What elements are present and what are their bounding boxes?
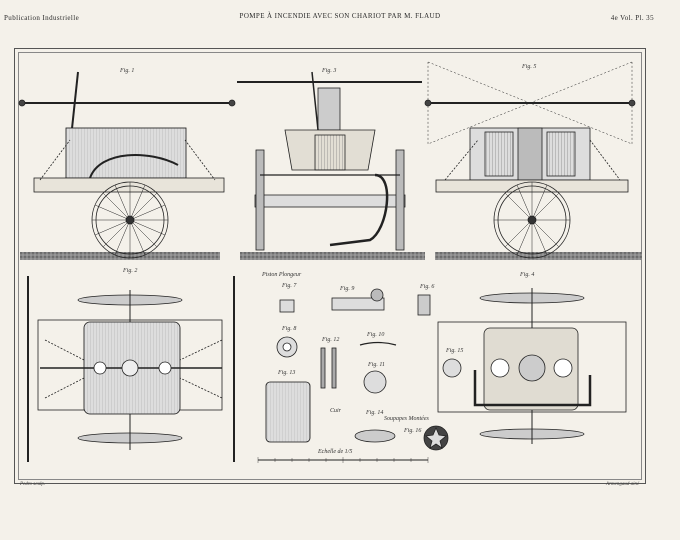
fig8-label: Fig. 8 (282, 326, 297, 332)
fig14-leather (354, 429, 396, 443)
detail-figures (257, 288, 462, 463)
fig5-section (424, 61, 636, 259)
plate-title: POMPE À INCENDIE AVEC SON CHARIOT PAR M.… (239, 12, 441, 20)
fig3-front-elevation (237, 71, 422, 251)
fig6-label: Fig. 6 (420, 284, 435, 290)
fig4-label: Fig. 4 (520, 272, 535, 278)
plate-inner-border (18, 52, 642, 480)
fig5-label: Fig. 5 (522, 64, 537, 70)
publication-title: Publication Industrielle (4, 14, 80, 22)
fig15-label: Fig. 15 (446, 348, 464, 354)
soupapes-caption: Soupapes Montées (384, 416, 429, 422)
author-credit: Armengaud ainé (606, 482, 640, 487)
fig1-side-elevation (18, 71, 236, 259)
volume-plate-number: 4e Vol. Pl. 35 (610, 14, 654, 22)
fig1-label: Fig. 1 (120, 68, 135, 74)
scale-caption: Echelle de 1/5 (318, 449, 353, 455)
fig10-detail (359, 341, 397, 346)
plate-border (14, 48, 646, 484)
fig4-plan-section (437, 288, 627, 444)
fig15-detail (442, 358, 462, 378)
fig12-rod-b (331, 347, 337, 389)
engraver-credit: Pedro sculp. (20, 482, 46, 487)
cuir-caption: Cuir (330, 408, 342, 414)
fig12-label: Fig. 12 (322, 337, 340, 343)
fig11-label: Fig. 11 (368, 362, 385, 368)
ground-strip-fig3 (240, 252, 425, 260)
fig13-label: Fig. 13 (278, 370, 296, 376)
fig6-detail (417, 294, 431, 316)
fig7-label: Fig. 7 (282, 283, 297, 289)
fig10-label: Fig. 10 (367, 332, 385, 338)
fig12-rod-a (320, 347, 326, 389)
ground-strip-fig1 (20, 252, 220, 260)
fig2-label: Fig. 2 (123, 268, 138, 274)
fig16-label: Fig. 16 (404, 428, 422, 434)
ground-strip-fig5 (435, 252, 642, 260)
fig9-label: Fig. 9 (340, 286, 355, 292)
fig11-detail (363, 370, 387, 394)
fig2-plan-view (27, 276, 235, 462)
piston-caption: Piston Plongeur (262, 272, 302, 278)
fig14-label: Fig. 14 (366, 410, 384, 416)
fig3-label: Fig. 3 (322, 68, 337, 74)
fig7-detail (279, 299, 295, 313)
fig9-valve (331, 297, 385, 311)
